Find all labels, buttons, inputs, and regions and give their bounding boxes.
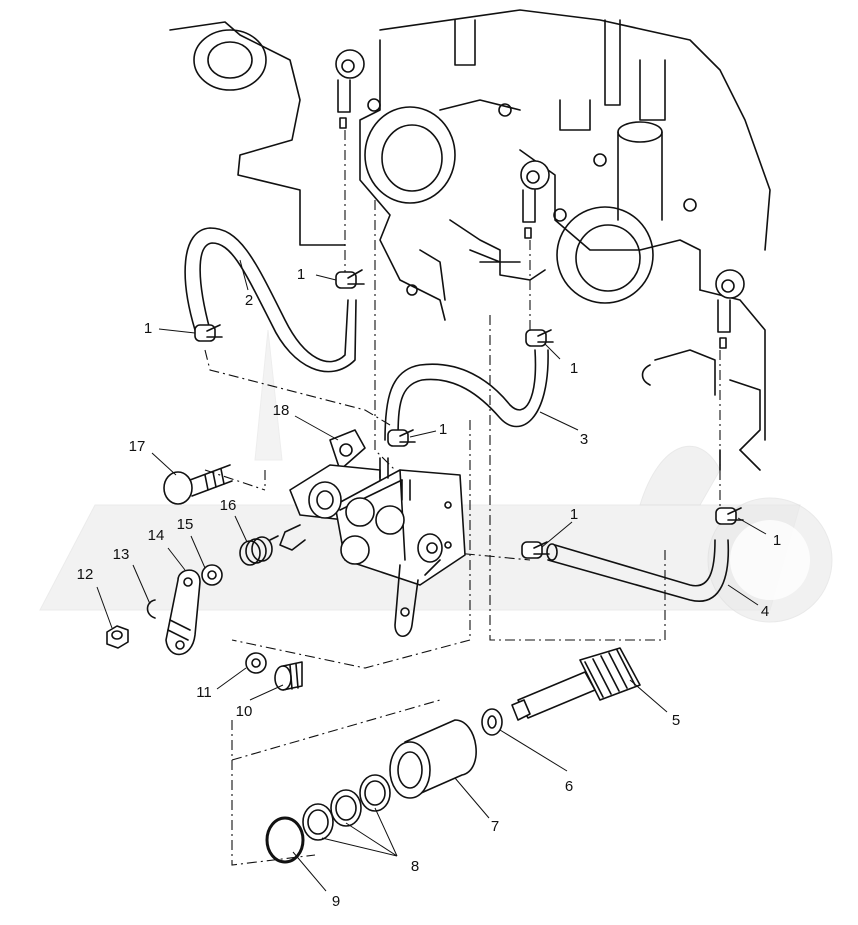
lever-14 (165, 569, 201, 656)
hose-4 (546, 539, 730, 602)
callout-1c: 1 (570, 360, 578, 377)
snap-ring-9 (265, 816, 305, 864)
callout-1a: 1 (297, 266, 305, 283)
screw-10 (274, 661, 303, 691)
callout-8: 8 (411, 858, 419, 875)
callout-13: 13 (113, 546, 130, 563)
callout-9: 9 (332, 893, 340, 910)
callout-3: 3 (580, 431, 588, 448)
callout-12: 12 (77, 566, 94, 583)
washer-11 (245, 652, 267, 674)
callout-1d: 1 (439, 421, 447, 438)
spring-16 (239, 535, 279, 566)
drive-gear-5 (511, 647, 641, 721)
callout-18: 18 (273, 402, 290, 419)
callout-16: 16 (220, 497, 237, 514)
callout-17: 17 (129, 438, 146, 455)
hose-3 (384, 349, 549, 441)
hose-2 (184, 227, 357, 373)
callout-15: 15 (177, 516, 194, 533)
callout-2: 2 (245, 292, 253, 309)
callout-1e: 1 (570, 506, 578, 523)
bolt-17 (163, 464, 233, 505)
callout-14: 14 (148, 527, 165, 544)
engine-crankcase (169, 9, 771, 471)
callout-6: 6 (565, 778, 573, 795)
oil-pump (279, 429, 466, 638)
callout-4: 4 (761, 603, 769, 620)
callout-1b: 1 (144, 320, 152, 337)
washer-6 (481, 708, 503, 736)
leader-lines (96, 259, 767, 892)
callout-11: 11 (196, 684, 212, 701)
washer-15 (201, 564, 223, 586)
callout-7: 7 (491, 818, 499, 835)
hose-clamps (194, 269, 744, 559)
e-clip-13 (146, 599, 156, 619)
callout-1f: 1 (773, 532, 781, 549)
callout-10: 10 (236, 703, 253, 720)
banjo-fittings (335, 49, 745, 349)
bushing-7 (389, 719, 477, 799)
seal-rings-8 (302, 774, 391, 841)
nut-12 (106, 625, 129, 649)
callout-5: 5 (672, 712, 680, 729)
callout-numbers: 1 1 1 1 1 1 2 3 4 5 6 7 8 9 10 11 12 13 … (77, 266, 782, 910)
